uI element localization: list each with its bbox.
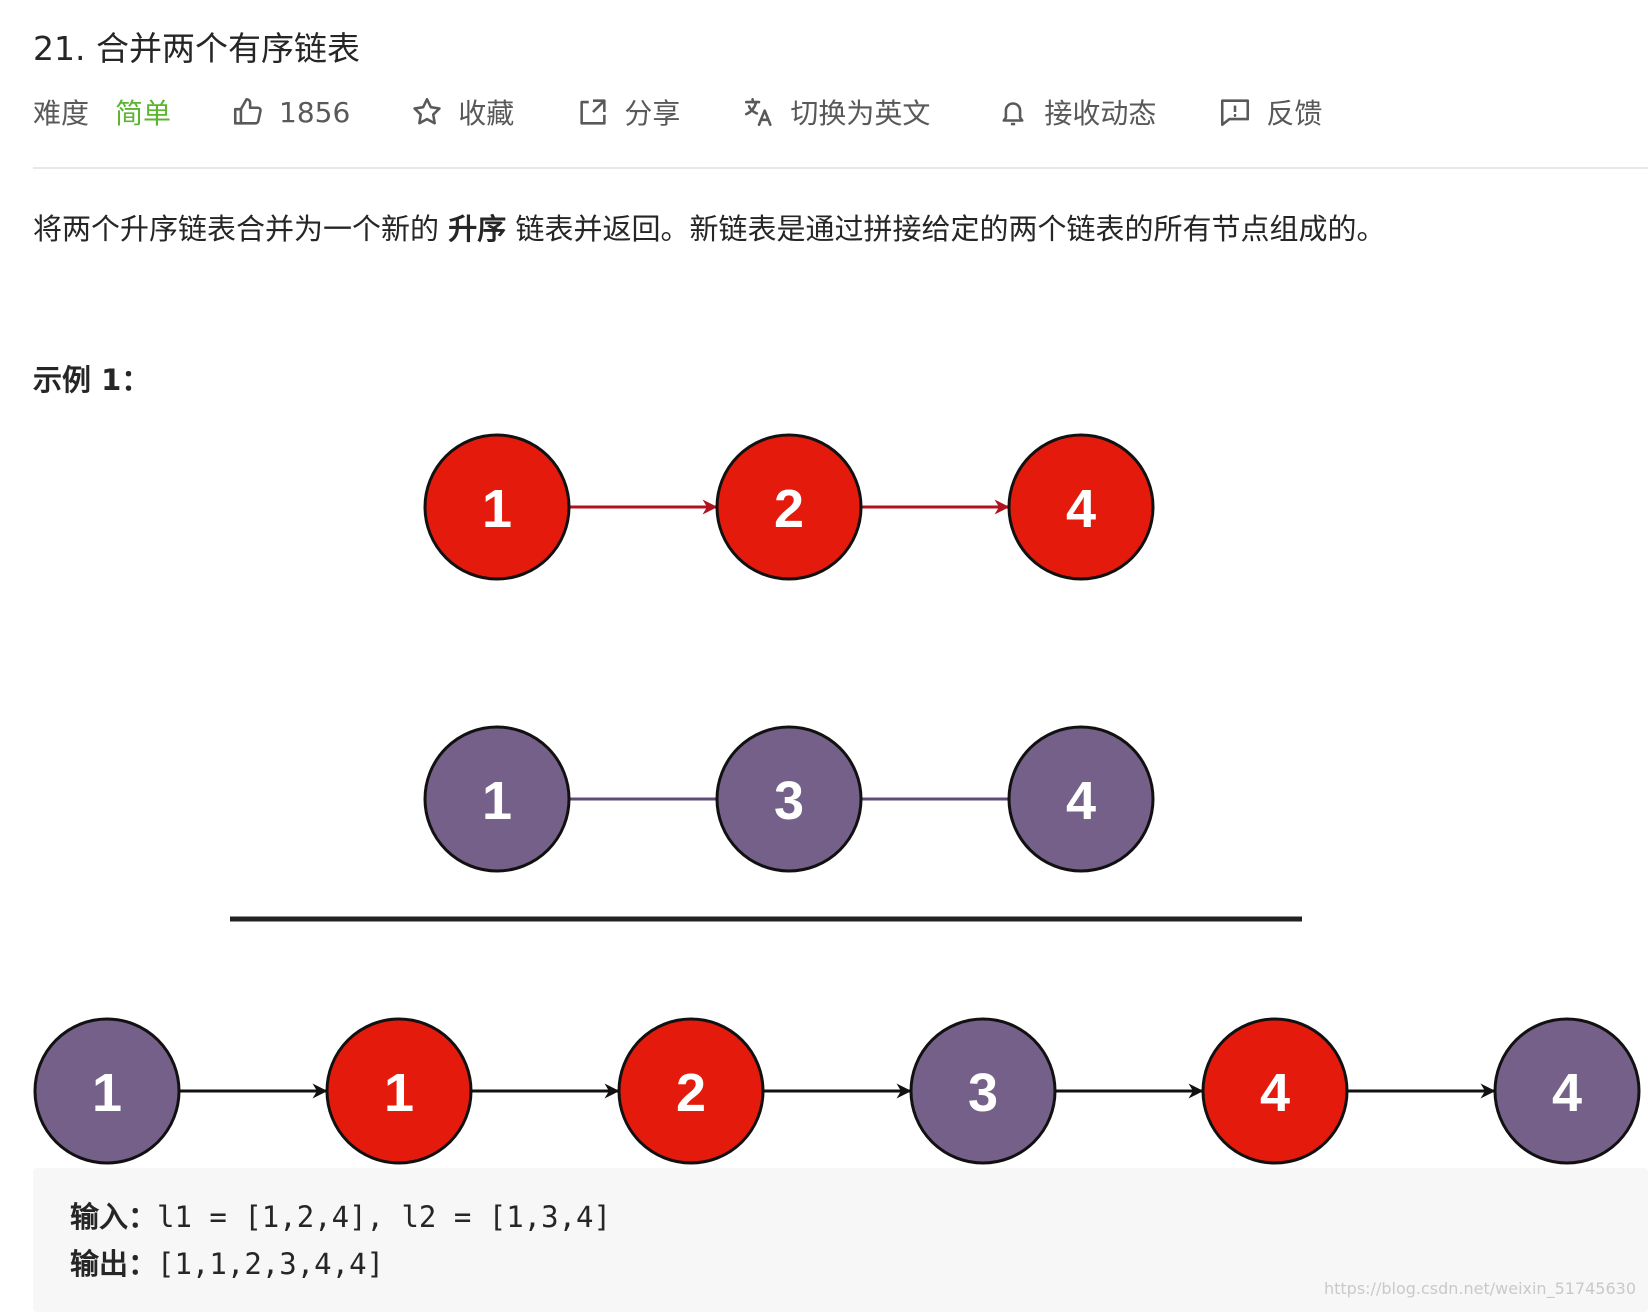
undefined-node: [715, 725, 863, 873]
feedback-icon: [1221, 99, 1250, 127]
merged-node: [1201, 1017, 1349, 1165]
undefined-node: [1007, 725, 1155, 873]
output-label: 输出：: [70, 1247, 158, 1281]
input-value: l1 = [1,2,4], l2 = [1,3,4]: [157, 1200, 611, 1234]
merged-node-value: 3: [968, 1063, 998, 1123]
description-emphasis: 升序: [448, 212, 507, 246]
favorite-button[interactable]: 收藏: [410, 92, 514, 132]
subscribe-label: 接收动态: [1044, 97, 1157, 130]
problem-title: 21. 合并两个有序链表: [33, 29, 360, 68]
star-icon: [413, 97, 442, 125]
list1-node: [1007, 433, 1155, 581]
merged-node-value: 4: [1552, 1063, 1582, 1123]
difficulty-label: 难度: [33, 97, 90, 130]
feedback-label: 反馈: [1266, 97, 1323, 130]
favorite-label: 收藏: [458, 97, 515, 130]
output-value: [1,1,2,3,4,4]: [157, 1247, 384, 1281]
share-icon: [580, 99, 606, 125]
merged-node-value: 2: [676, 1063, 706, 1123]
undefined-node-value: 3: [774, 771, 804, 831]
undefined-node-value: 4: [1066, 771, 1096, 831]
list1-node: [715, 433, 863, 581]
undefined-node-value: 1: [482, 771, 512, 831]
difficulty-value: 简单: [115, 97, 172, 130]
description-text-after: 链表并返回。新链表是通过拼接给定的两个链表的所有节点组成的。: [506, 212, 1386, 246]
list1-node-value: 1: [482, 479, 512, 539]
bell-icon: [1002, 102, 1024, 126]
description-text-before: 将两个升序链表合并为一个新的: [33, 212, 449, 246]
list1-node: [423, 433, 571, 581]
merged-node-value: 1: [384, 1063, 414, 1123]
example-code-block: 输入：l1 = [1,2,4], l2 = [1,3,4] 输出：[1,1,2,…: [33, 1168, 1648, 1312]
list1-node-value: 2: [774, 479, 804, 539]
merged-node: [909, 1017, 1057, 1165]
undefined-node: [423, 725, 571, 873]
thumbs-up-icon: [234, 97, 262, 125]
like-button[interactable]: 1856: [231, 95, 350, 129]
watermark: https://blog.csdn.net/weixin_51745630: [1323, 1279, 1636, 1298]
difficulty: 难度 简单: [33, 92, 171, 132]
example-heading: 示例 1：: [33, 363, 151, 397]
example-input-line: 输入：l1 = [1,2,4], l2 = [1,3,4]: [70, 1194, 611, 1236]
share-label: 分享: [624, 97, 681, 130]
translate-label: 切换为英文: [790, 97, 931, 130]
example-output-line: 输出：[1,1,2,3,4,4]: [70, 1241, 384, 1283]
merged-node: [617, 1017, 765, 1165]
share-button[interactable]: 分享: [576, 92, 680, 132]
input-label: 输入：: [70, 1200, 158, 1234]
feedback-button[interactable]: 反馈: [1218, 92, 1322, 132]
merged-node-value: 1: [92, 1063, 122, 1123]
merged-node-value: 4: [1260, 1063, 1290, 1123]
list1-node-value: 4: [1066, 479, 1096, 539]
problem-toolbar: 难度 简单 1856 收藏 分享 切换为英文: [33, 86, 1322, 138]
translate-button[interactable]: 切换为英文: [742, 92, 930, 132]
like-count: 1856: [279, 95, 351, 129]
merged-node: [325, 1017, 473, 1165]
merged-node: [1493, 1017, 1641, 1165]
merged-node: [33, 1017, 181, 1165]
problem-description: 将两个升序链表合并为一个新的 升序 链表并返回。新链表是通过拼接给定的两个链表的…: [33, 206, 1385, 248]
translate-icon: [745, 97, 772, 127]
subscribe-button[interactable]: 接收动态: [996, 92, 1156, 132]
header-divider: [33, 167, 1648, 169]
